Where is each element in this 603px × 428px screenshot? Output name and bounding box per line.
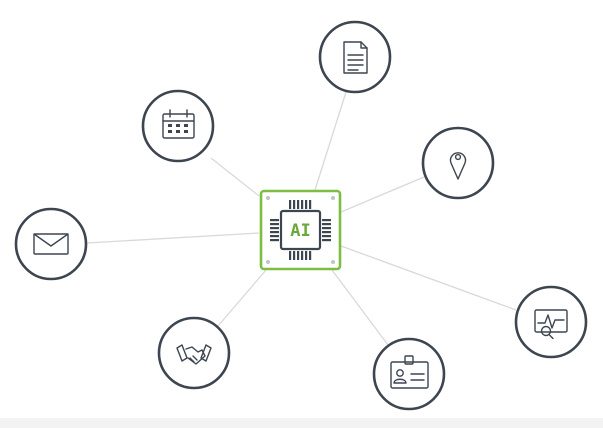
bottom-band xyxy=(0,418,603,428)
connector-handshake xyxy=(217,269,267,327)
chip-core xyxy=(279,209,322,251)
hub-screw xyxy=(331,196,335,200)
hub-screw xyxy=(331,260,335,264)
connector-id-badge xyxy=(331,269,389,346)
node-location xyxy=(421,126,495,200)
envelope-icon xyxy=(33,233,69,255)
connector-location xyxy=(340,176,425,213)
ai-chip-icon: AI xyxy=(266,196,335,264)
calendar-icon xyxy=(162,109,195,139)
heartbeat-search-icon xyxy=(534,309,568,340)
location-pin-icon xyxy=(449,152,467,180)
connector-calendar xyxy=(210,157,260,197)
document-icon xyxy=(343,41,368,74)
connector-mail xyxy=(86,232,260,244)
connector-document xyxy=(314,91,347,191)
hub-screw xyxy=(266,260,270,264)
handshake-icon xyxy=(176,344,212,365)
node-monitoring-ring xyxy=(514,285,588,359)
node-id-badge xyxy=(372,337,446,411)
node-document-ring xyxy=(318,20,392,94)
node-calendar xyxy=(141,89,215,163)
node-id-badge-ring xyxy=(372,337,446,411)
node-mail-ring xyxy=(14,207,88,281)
hub-screw xyxy=(266,196,270,200)
node-mail xyxy=(14,207,88,281)
connector-monitoring xyxy=(340,245,517,311)
hub-label: AI xyxy=(290,221,310,241)
node-monitoring xyxy=(514,285,588,359)
node-handshake-ring xyxy=(157,316,231,390)
node-location-ring xyxy=(421,126,495,200)
node-document xyxy=(318,20,392,94)
connector-lines xyxy=(86,91,517,346)
node-handshake xyxy=(157,316,231,390)
ai-hub: AI xyxy=(259,189,342,271)
id-badge-icon xyxy=(390,355,429,389)
